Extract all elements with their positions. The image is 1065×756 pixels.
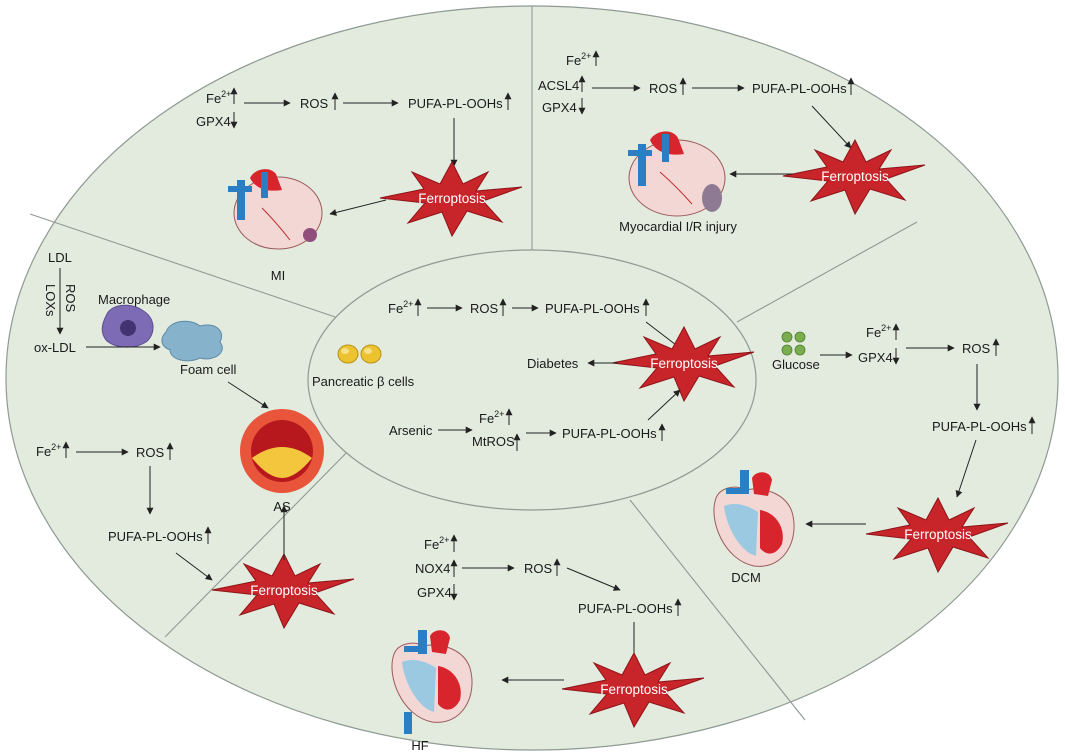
as-oxldl-label: ox-LDL xyxy=(34,340,76,355)
diabetes-section: Fe2+ ROS PUFA-PL-OOHs Ferroptosis Diabet… xyxy=(312,298,755,451)
dcm-title: DCM xyxy=(731,570,761,585)
dcm-ros-label: ROS xyxy=(962,341,991,356)
center-fe-label: Fe2+ xyxy=(388,299,413,316)
ir-pufa-label: PUFA-PL-OOHs xyxy=(752,81,847,96)
mi-gpx4-label: GPX4 xyxy=(196,114,231,129)
as-foamcell-label: Foam cell xyxy=(180,362,236,377)
as-macrophage-label: Macrophage xyxy=(98,292,170,307)
ir-acsl4-label: ACSL4 xyxy=(538,78,579,93)
inner-ellipse xyxy=(307,249,757,511)
hf-pufa-label: PUFA-PL-OOHs xyxy=(578,601,673,616)
arsenic-fe-label: Fe2+ xyxy=(479,409,504,426)
as-ferroptosis-label: Ferroptosis xyxy=(250,583,318,598)
as-fe-label: Fe2+ xyxy=(36,442,61,459)
hf-gpx4-label: GPX4 xyxy=(417,585,452,600)
arsenic-label: Arsenic xyxy=(389,423,433,438)
dcm-pufa-label: PUFA-PL-OOHs xyxy=(932,419,1027,434)
hf-ros-label: ROS xyxy=(524,561,553,576)
macrophage-icon xyxy=(101,304,154,348)
hf-heart-icon xyxy=(391,630,473,734)
center-pufa-label: PUFA-PL-OOHs xyxy=(545,301,640,316)
hf-fe-label: Fe2+ xyxy=(424,535,449,552)
diabetes-label: Diabetes xyxy=(527,356,579,371)
hf-title: HF xyxy=(411,738,428,753)
foam-cell-icon xyxy=(161,320,223,362)
mi-ros-label: ROS xyxy=(300,96,329,111)
as-loxs-vertical-label: LOXs xyxy=(43,284,58,317)
mi-heart-icon xyxy=(228,169,323,250)
hf-nox4-label: NOX4 xyxy=(415,561,450,576)
ir-heart-icon xyxy=(628,131,726,217)
dcm-section: Glucose Fe2+ GPX4 ROS PUFA-PL-OOHs Ferro… xyxy=(713,323,1036,585)
pancreatic-label: Pancreatic β cells xyxy=(312,374,415,389)
ir-fe-label: Fe2+ xyxy=(566,51,591,68)
hf-section: Fe2+ NOX4 GPX4 ROS PUFA-PL-OOHs Ferropto… xyxy=(391,534,705,753)
ir-gpx4-label: GPX4 xyxy=(542,100,577,115)
mi-fe-label: Fe2+ xyxy=(206,89,231,106)
as-ldl-label: LDL xyxy=(48,250,72,265)
center-ferroptosis-label: Ferroptosis xyxy=(650,356,718,371)
mi-pufa-label: PUFA-PL-OOHs xyxy=(408,96,503,111)
center-ros-label: ROS xyxy=(470,301,499,316)
glucose-molecule-icon xyxy=(781,331,806,356)
glucose-label: Glucose xyxy=(772,357,820,372)
as-section: LDL ROS LOXs Macrophage ox-LDL Foam cell… xyxy=(34,250,355,629)
ir-ferroptosis-label: Ferroptosis xyxy=(821,169,889,184)
section-dividers xyxy=(29,6,918,721)
as-ros-label: ROS xyxy=(136,445,165,460)
ir-ros-label: ROS xyxy=(649,81,678,96)
arsenic-pufa-label: PUFA-PL-OOHs xyxy=(562,426,657,441)
as-title: AS xyxy=(273,499,291,514)
ir-section: Fe2+ ACSL4 GPX4 ROS PUFA-PL-OOHs Ferropt… xyxy=(538,50,926,234)
dcm-gpx4-label: GPX4 xyxy=(858,350,893,365)
dcm-ferroptosis-label: Ferroptosis xyxy=(904,527,972,542)
dcm-heart-icon xyxy=(713,470,795,567)
mtros-label: MtROS xyxy=(472,434,515,449)
as-pufa-label: PUFA-PL-OOHs xyxy=(108,529,203,544)
dcm-fe-label: Fe2+ xyxy=(866,323,891,340)
mi-section: Fe2+ GPX4 ROS PUFA-PL-OOHs Ferroptosis M… xyxy=(196,87,523,283)
as-ros-vertical-label: ROS xyxy=(63,284,78,313)
mi-title: MI xyxy=(271,268,285,283)
artery-cross-section-icon xyxy=(240,409,324,493)
hf-ferroptosis-label: Ferroptosis xyxy=(600,682,668,697)
pancreatic-beta-cell-icon xyxy=(337,344,382,364)
mi-ferroptosis-label: Ferroptosis xyxy=(418,191,486,206)
ir-title: Myocardial I/R injury xyxy=(619,219,737,234)
